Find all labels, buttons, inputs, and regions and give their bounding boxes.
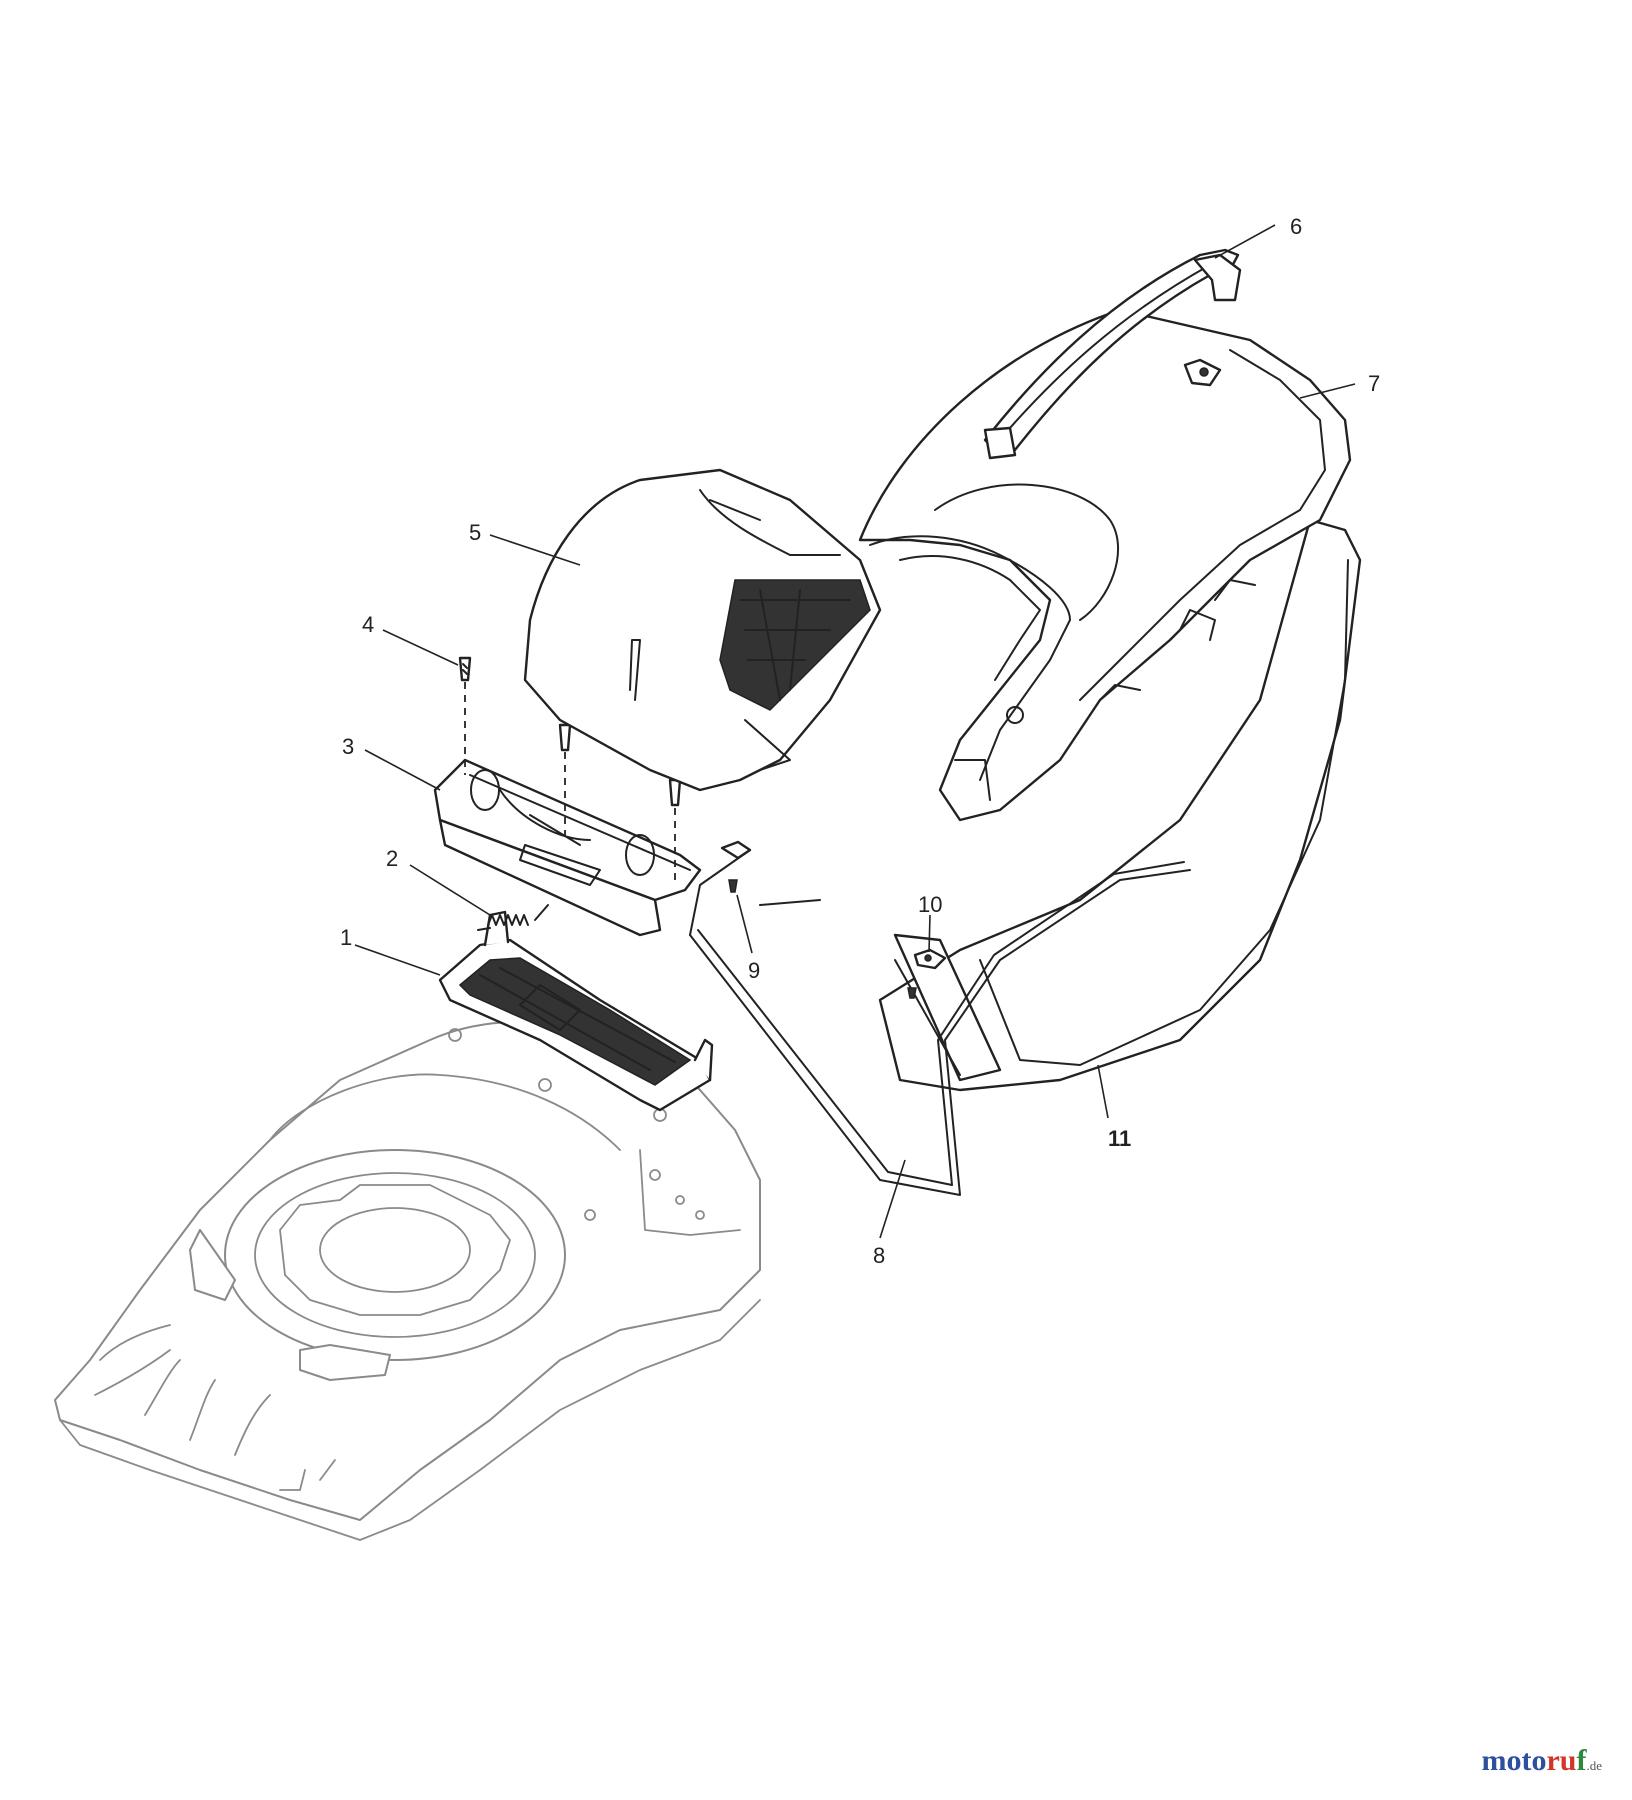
callout-11: 11 bbox=[1108, 1126, 1131, 1151]
callout-8: 8 bbox=[873, 1243, 885, 1268]
part-7-basket-frame bbox=[858, 308, 1352, 822]
callout-2: 2 bbox=[386, 846, 398, 871]
part-9-fastener bbox=[720, 840, 752, 893]
watermark-tld: .de bbox=[1586, 1758, 1602, 1773]
callout-3: 3 bbox=[342, 734, 354, 759]
callout-7: 7 bbox=[1368, 371, 1380, 396]
part-5-top-cover bbox=[523, 468, 882, 792]
part-11-grass-bag bbox=[878, 518, 1362, 1092]
callout-10: 10 bbox=[918, 892, 942, 917]
watermark-logo: motoruf.de bbox=[1481, 1744, 1602, 1778]
callout-labels: 1 2 3 4 5 6 7 8 9 10 11 bbox=[340, 214, 1380, 1268]
callout-5: 5 bbox=[469, 520, 481, 545]
part-10-clip bbox=[907, 948, 947, 999]
watermark-part-2: ru bbox=[1546, 1744, 1577, 1777]
part-2-spring bbox=[477, 904, 549, 931]
part-3-flap bbox=[433, 758, 702, 937]
watermark-part-1: moto bbox=[1481, 1744, 1547, 1777]
part-6-handle bbox=[983, 248, 1242, 460]
callout-leaders bbox=[354, 224, 1356, 1239]
mower-deck bbox=[54, 1020, 761, 1541]
callout-9: 9 bbox=[748, 958, 760, 983]
callout-4: 4 bbox=[362, 612, 374, 637]
callout-6: 6 bbox=[1290, 214, 1302, 239]
callout-1: 1 bbox=[340, 925, 352, 950]
part-8-wire-frame bbox=[689, 849, 1191, 1196]
watermark-part-3: f bbox=[1576, 1744, 1587, 1777]
